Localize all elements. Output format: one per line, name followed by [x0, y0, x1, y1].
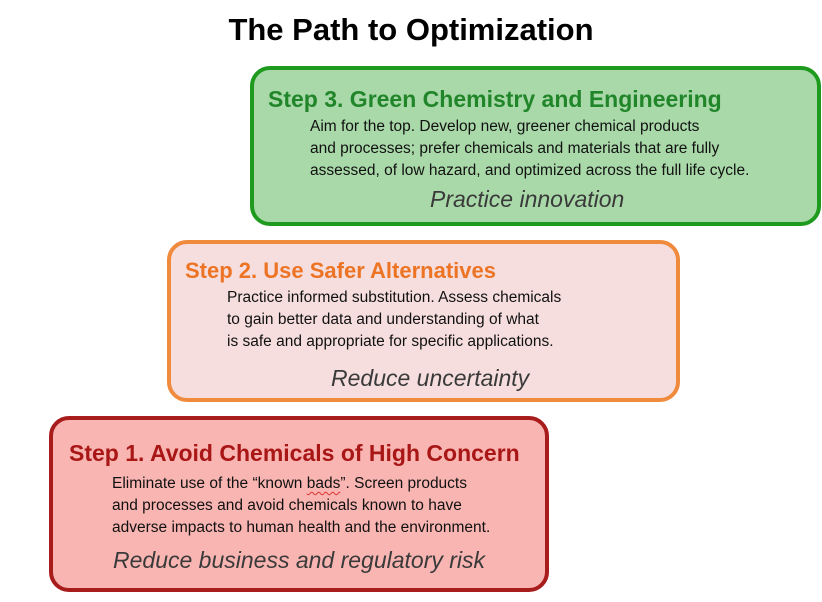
step-2-description-line: Practice informed substitution. Assess c…	[227, 289, 562, 306]
step-1-text-after: ”. Screen products	[340, 475, 467, 492]
step-3-description: Aim for the top. Develop new, greener ch…	[310, 116, 800, 182]
step-3-description-line: assessed, of low hazard, and optimized a…	[310, 162, 750, 179]
step-1-heading: Step 1. Avoid Chemicals of High Concern	[69, 440, 520, 466]
step-1-tagline: Reduce business and regulatory risk	[113, 547, 486, 573]
step-1-box: Step 1. Avoid Chemicals of High Concern …	[49, 416, 549, 592]
step-2-box: Step 2. Use Safer Alternatives Practice …	[167, 240, 680, 402]
step-1-text-before: Eliminate use of the “known	[112, 475, 307, 492]
step-3-heading: Step 3. Green Chemistry and Engineering	[268, 86, 722, 112]
step-2-tagline: Reduce uncertainty	[331, 365, 530, 391]
spellcheck-underlined-word: bads	[306, 475, 341, 492]
step-1-description-line: adverse impacts to human health and the …	[112, 519, 491, 536]
step-3-description-line: and processes; prefer chemicals and mate…	[310, 140, 720, 157]
step-3-tagline: Practice innovation	[430, 186, 625, 212]
step-2-description-line: is safe and appropriate for specific app…	[227, 333, 554, 350]
step-2-description: Practice informed substitution. Assess c…	[227, 287, 607, 353]
step-1-description-line: Eliminate use of the “known bads”. Scree…	[112, 473, 542, 495]
step-2-description-line: to gain better data and understanding of…	[227, 311, 539, 328]
step-3-description-line: Aim for the top. Develop new, greener ch…	[310, 118, 700, 135]
step-1-description: Eliminate use of the “known bads”. Scree…	[112, 473, 542, 539]
step-2-heading: Step 2. Use Safer Alternatives	[185, 258, 496, 283]
step-1-description-line: and processes and avoid chemicals known …	[112, 497, 462, 514]
diagram-title: The Path to Optimization	[228, 12, 594, 47]
step-3-box: Step 3. Green Chemistry and Engineering …	[250, 66, 821, 226]
